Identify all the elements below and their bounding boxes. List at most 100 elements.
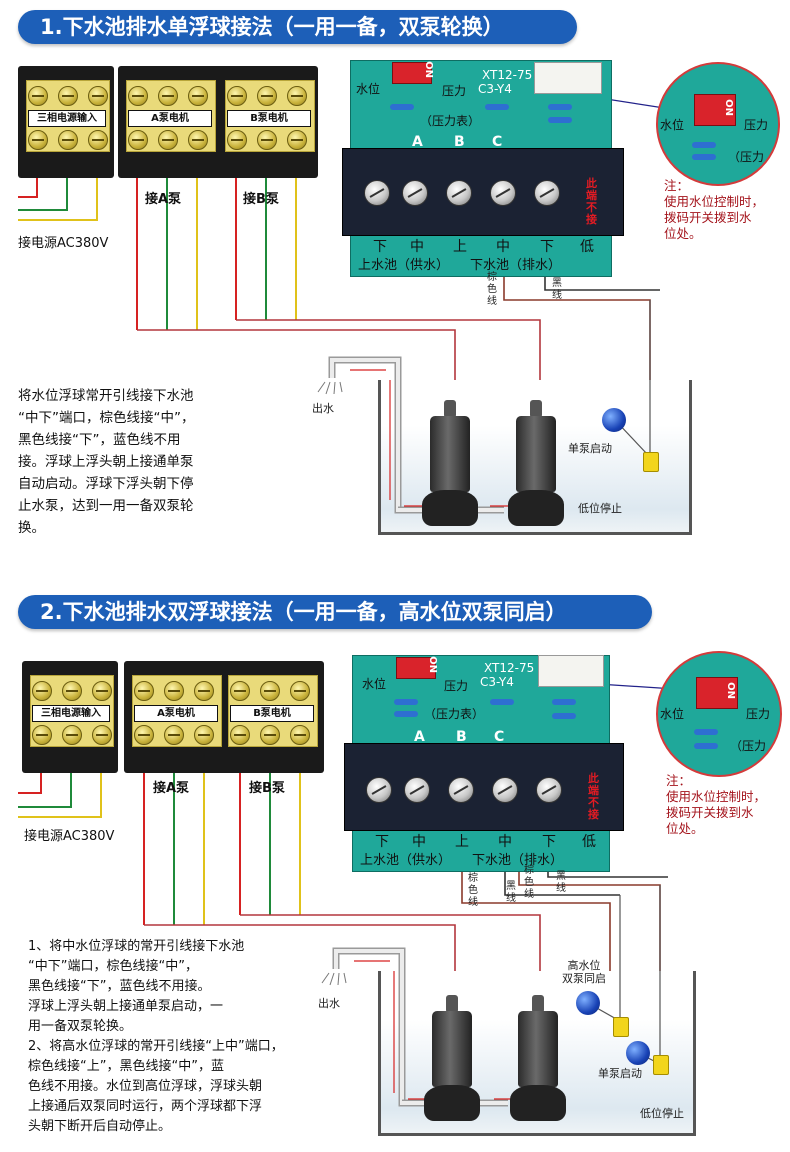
board-terminal-screw[interactable] bbox=[490, 180, 516, 206]
dip-switch[interactable] bbox=[392, 62, 432, 84]
high-brown-wire-label: 棕 色 线 bbox=[468, 873, 478, 908]
board-bottom-label: 低 bbox=[580, 239, 594, 255]
terminal-screw[interactable] bbox=[188, 130, 208, 150]
no-connect-label: 此端不接 bbox=[588, 772, 599, 821]
lower-tank-label: 下水池（排水） bbox=[472, 853, 564, 868]
low-float-switch bbox=[626, 1041, 650, 1065]
board-column-a: A bbox=[414, 729, 425, 745]
terminal-screw[interactable] bbox=[230, 725, 250, 745]
resistor bbox=[538, 104, 582, 110]
terminal-screw[interactable] bbox=[28, 86, 48, 106]
single-pump-start-label: 单泵启动 bbox=[598, 1067, 642, 1080]
high-level-start-label: 高水位 双泵同启 bbox=[562, 959, 606, 985]
board-terminal-screw[interactable] bbox=[364, 180, 390, 206]
board-connector bbox=[538, 655, 604, 687]
terminal-screw[interactable] bbox=[287, 86, 307, 106]
low-level-stop-label: 低位停止 bbox=[578, 502, 622, 515]
terminal-screw[interactable] bbox=[194, 725, 214, 745]
pump-b-motor-label: B泵电机 bbox=[227, 110, 311, 127]
terminal-screw[interactable] bbox=[32, 725, 52, 745]
resistor bbox=[538, 117, 582, 123]
terminal-screw[interactable] bbox=[92, 681, 112, 701]
outlet-label: 出水 bbox=[312, 402, 334, 415]
dip-switch-zoom: ON 水位 压力 （压力 bbox=[656, 62, 780, 186]
terminal-screw[interactable] bbox=[88, 86, 108, 106]
zoom-pressure-gauge-label: （压力 bbox=[730, 739, 767, 753]
pump-a-connect-label: 接A泵 bbox=[145, 192, 182, 207]
terminal-screw[interactable] bbox=[128, 86, 148, 106]
terminal-screw[interactable] bbox=[260, 725, 280, 745]
outlet-pipe-1 bbox=[317, 300, 651, 514]
dip-switch-zoom: ON 水位 压力 （压力 bbox=[656, 651, 782, 777]
upper-tank-label: 上水池（供水） bbox=[358, 258, 450, 273]
terminal-screw[interactable] bbox=[260, 681, 280, 701]
terminal-screw[interactable] bbox=[62, 681, 82, 701]
board-submodel-label: C3-Y4 bbox=[478, 82, 512, 96]
section-1-title: 1.下水池排水单浮球接法（一用一备，双泵轮换） bbox=[18, 10, 577, 44]
zoom-resistor bbox=[682, 142, 726, 148]
note-text: 注： 使用水位控制时， 拨码开关拨到水 位处。 bbox=[664, 178, 765, 241]
terminal-screw[interactable] bbox=[58, 86, 78, 106]
board-bottom-label: 上 bbox=[453, 239, 467, 255]
board-bottom-label: 下 bbox=[540, 239, 554, 255]
terminal-screw[interactable] bbox=[28, 130, 48, 150]
terminal-screw[interactable] bbox=[32, 681, 52, 701]
terminal-screw[interactable] bbox=[158, 130, 178, 150]
terminal-screw[interactable] bbox=[62, 725, 82, 745]
pump-a bbox=[422, 995, 482, 1125]
board-model-label: XT12-75 bbox=[484, 661, 535, 675]
pump-b-motor-label: B泵电机 bbox=[230, 705, 314, 722]
board-bottom-label: 中 bbox=[412, 834, 426, 850]
low-level-stop-label: 低位停止 bbox=[640, 1107, 684, 1120]
terminal-screw[interactable] bbox=[227, 130, 247, 150]
float-switch bbox=[602, 408, 626, 432]
high-float-weight bbox=[613, 1017, 629, 1037]
board-terminal-screw[interactable] bbox=[402, 180, 428, 206]
board-terminal-screw[interactable] bbox=[366, 777, 392, 803]
terminal-screw[interactable] bbox=[194, 681, 214, 701]
terminal-screw[interactable] bbox=[88, 130, 108, 150]
terminal-screw[interactable] bbox=[290, 681, 310, 701]
terminal-screw[interactable] bbox=[164, 725, 184, 745]
terminal-screw[interactable] bbox=[188, 86, 208, 106]
board-model-label: XT12-75 bbox=[482, 68, 533, 82]
terminal-screw[interactable] bbox=[164, 681, 184, 701]
board-bottom-label: 上 bbox=[455, 834, 469, 850]
high-black-wire-label: 黑 线 bbox=[506, 881, 516, 904]
board-water-level-label: 水位 bbox=[362, 677, 387, 691]
outlet-label: 出水 bbox=[318, 997, 340, 1010]
board-terminal-screw[interactable] bbox=[536, 777, 562, 803]
outlet-pipe-2 bbox=[321, 885, 661, 1107]
single-pump-start-label: 单泵启动 bbox=[568, 442, 612, 455]
board-terminal-screw[interactable] bbox=[448, 777, 474, 803]
pump-b-connect-label: 接B泵 bbox=[249, 781, 285, 796]
dip-switch[interactable] bbox=[396, 657, 436, 679]
terminal-screw[interactable] bbox=[134, 725, 154, 745]
terminal-screw[interactable] bbox=[230, 681, 250, 701]
board-terminal-screw[interactable] bbox=[404, 777, 430, 803]
terminal-screw[interactable] bbox=[227, 86, 247, 106]
board-bottom-label: 下 bbox=[373, 239, 387, 255]
terminal-screw[interactable] bbox=[128, 130, 148, 150]
board-terminal-screw[interactable] bbox=[446, 180, 472, 206]
terminal-screw[interactable] bbox=[290, 725, 310, 745]
board-column-a: A bbox=[412, 134, 423, 150]
pump-b-connect-label: 接B泵 bbox=[243, 192, 279, 207]
board-pressure-label: 压力 bbox=[444, 679, 469, 693]
terminal-screw[interactable] bbox=[158, 86, 178, 106]
resistor bbox=[384, 711, 428, 717]
terminal-screw[interactable] bbox=[257, 130, 277, 150]
terminal-screw[interactable] bbox=[257, 86, 277, 106]
zoom-dip-switch[interactable] bbox=[694, 94, 736, 126]
terminal-screw[interactable] bbox=[287, 130, 307, 150]
board-terminal-screw[interactable] bbox=[492, 777, 518, 803]
board-bottom-label: 中 bbox=[410, 239, 424, 255]
terminal-screw[interactable] bbox=[134, 681, 154, 701]
zoom-dip-switch[interactable] bbox=[696, 677, 738, 709]
resistor bbox=[475, 104, 519, 110]
board-terminal-screw[interactable] bbox=[534, 180, 560, 206]
resistor bbox=[384, 699, 428, 705]
terminal-screw[interactable] bbox=[92, 725, 112, 745]
section-2: 2.下水池排水双浮球接法（一用一备，高水位双泵同启） 三相电源输入 A泵电机 B… bbox=[0, 585, 790, 1152]
terminal-screw[interactable] bbox=[58, 130, 78, 150]
